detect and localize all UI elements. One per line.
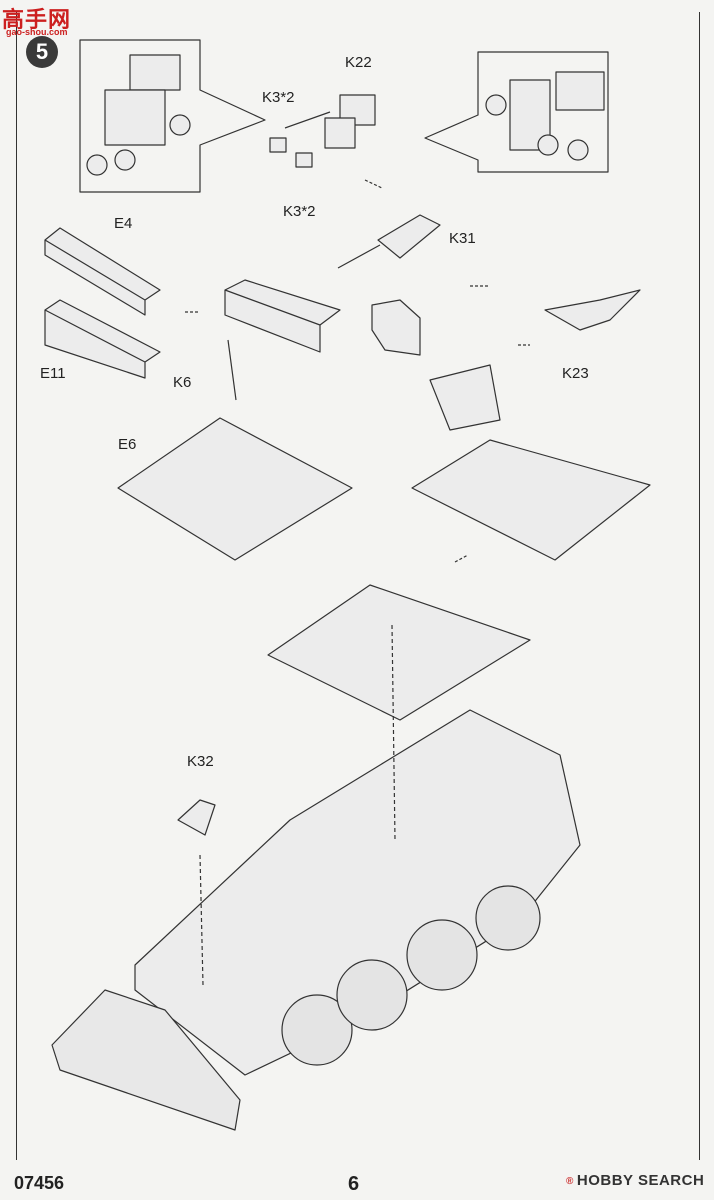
label-e11: E11 — [40, 365, 66, 382]
k31-mount-drawing — [371, 299, 421, 356]
label-k23: K23 — [562, 365, 589, 382]
label-k31: K31 — [449, 230, 476, 247]
label-k32: K32 — [187, 753, 214, 770]
assembled-plate-drawing — [411, 439, 651, 561]
callout-left — [79, 39, 266, 193]
label-k22: K22 — [345, 54, 372, 71]
e4-box-drawing — [44, 227, 161, 316]
label-e4: E4 — [114, 215, 133, 232]
k31-gun-drawing — [337, 214, 441, 269]
guide-line-2 — [199, 854, 204, 986]
hobby-search-logo: ®HOBBY SEARCH — [566, 1172, 704, 1189]
assembled-turret-drawing — [429, 364, 501, 431]
combined-plate-drawing — [267, 584, 531, 721]
label-k3-top: K3*2 — [262, 89, 295, 106]
flow-arrow-5 — [454, 554, 469, 563]
label-k6: K6 — [173, 374, 192, 391]
dozer-blade-drawing — [51, 989, 241, 1131]
flow-arrow-1 — [364, 179, 383, 189]
k3-part-b-drawing — [295, 152, 313, 168]
wheel-2 — [336, 959, 408, 1031]
k22-part-drawing — [284, 94, 376, 149]
wheel-1 — [281, 994, 353, 1066]
page-number: 6 — [348, 1173, 360, 1195]
ammo-box-drawing — [224, 279, 341, 353]
step-number-badge: 5 — [26, 36, 58, 68]
e6-plate-drawing — [117, 417, 353, 561]
product-code: 07456 — [14, 1173, 65, 1193]
wheel-4 — [475, 885, 541, 951]
k23-ring-drawing — [544, 289, 641, 331]
mount-detail-left-drawing — [86, 54, 191, 176]
k32-part-drawing — [177, 799, 216, 836]
page-frame — [16, 12, 700, 1160]
guide-line-1 — [391, 624, 396, 841]
callout-right — [424, 51, 609, 173]
k6-antenna-drawing — [227, 339, 237, 401]
label-k3-bottom: K3*2 — [283, 203, 316, 220]
e11-box-drawing — [44, 299, 161, 379]
label-e6: E6 — [118, 436, 137, 453]
wheel-3 — [406, 919, 478, 991]
vehicle-hull-drawing — [134, 709, 581, 1076]
mount-detail-right-drawing — [485, 71, 605, 161]
brand-text: HOBBY SEARCH — [576, 1172, 705, 1189]
k3-part-a-drawing — [269, 137, 287, 153]
brand-mark-icon: ® — [566, 1175, 574, 1187]
